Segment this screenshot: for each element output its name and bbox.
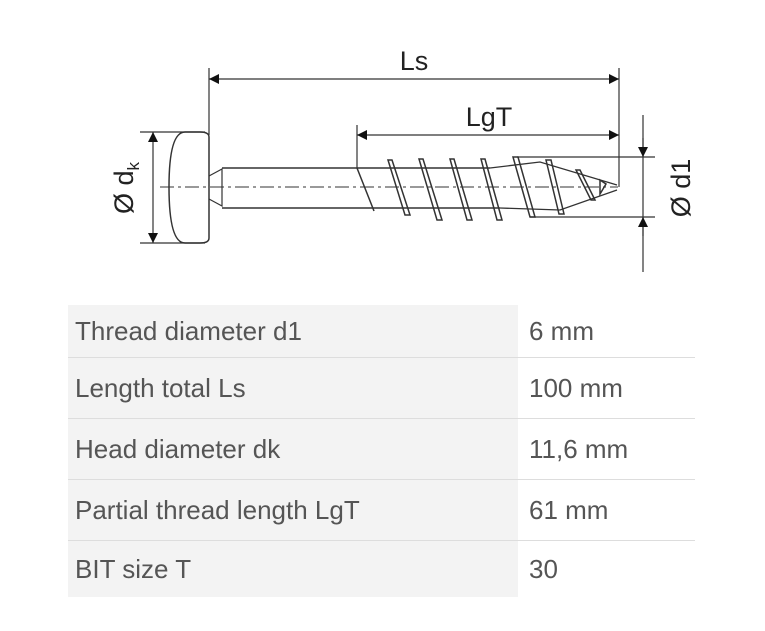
spec-label: Thread diameter d1 — [68, 305, 518, 358]
ls-label: Ls — [400, 46, 429, 76]
spec-value: 61 mm — [518, 479, 695, 541]
spec-value: 100 mm — [518, 357, 695, 419]
spec-value: 30 — [518, 540, 695, 597]
spec-label: Length total Ls — [68, 357, 518, 419]
d1-label: Ø d1 — [666, 159, 696, 218]
lgt-label: LgT — [466, 102, 513, 132]
spec-value: 6 mm — [518, 305, 695, 358]
spec-value: 11,6 mm — [518, 418, 695, 480]
spec-label: BIT size T — [68, 540, 518, 597]
spec-label: Head diameter dk — [68, 418, 518, 480]
screw-drawing: Ls LgT Ø dk Ø d1 — [109, 46, 696, 272]
dk-label: Ø dk — [109, 161, 143, 214]
spec-label: Partial thread length LgT — [68, 479, 518, 541]
threads — [356, 156, 608, 221]
